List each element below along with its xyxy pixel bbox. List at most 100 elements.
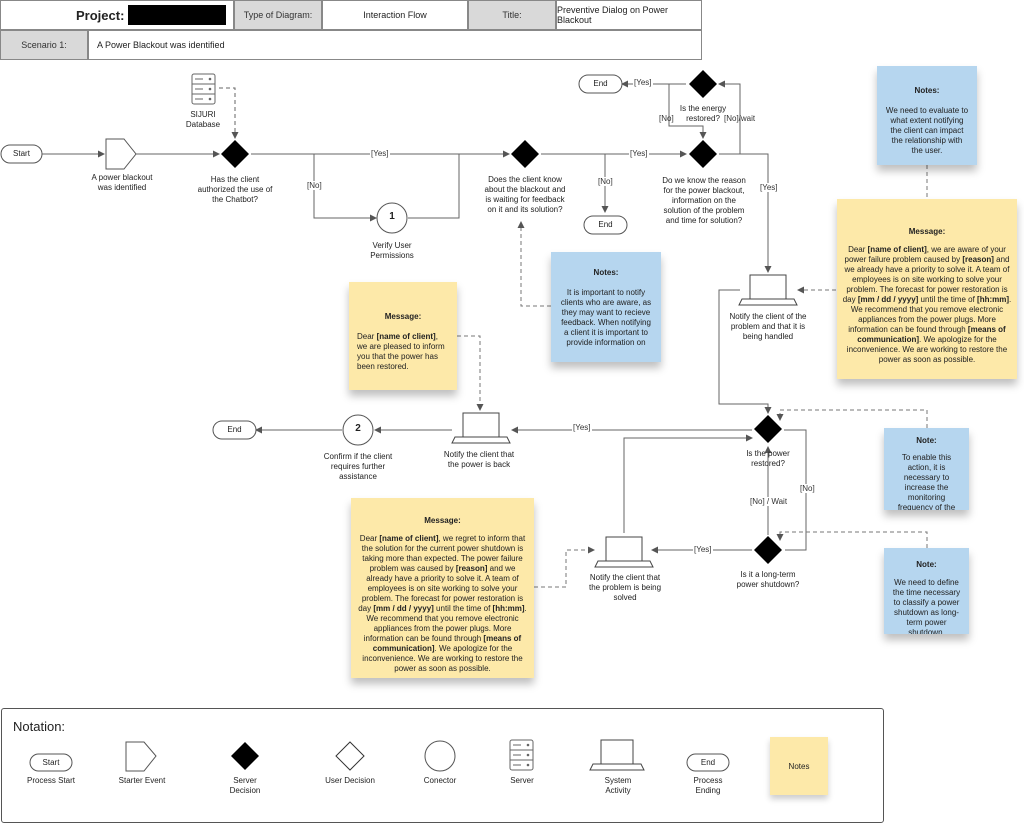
edge-no-wait-top: [No]/wait bbox=[724, 114, 756, 123]
notify-solving-label: Notify the client that the problem is be… bbox=[588, 573, 662, 602]
type-value: Interaction Flow bbox=[322, 0, 468, 30]
decision-client-know bbox=[511, 140, 539, 168]
note-notify-aware-title: Notes: bbox=[593, 268, 619, 277]
end-mid-node bbox=[583, 215, 628, 235]
end-left-label: End bbox=[227, 425, 242, 434]
end-left-node bbox=[212, 420, 257, 440]
decision-energy-restored bbox=[689, 70, 717, 98]
message-main-title: Message: bbox=[908, 227, 946, 236]
legend-label-system-activity: System Activity bbox=[604, 776, 632, 795]
white-diamond-icon bbox=[335, 741, 365, 771]
connector-1-label: 1 bbox=[389, 211, 395, 222]
note-notify-aware-body: It is important to notify clients who ar… bbox=[560, 288, 652, 347]
legend-label-process-ending: Process Ending bbox=[693, 776, 723, 795]
note-relationship-title: Notes: bbox=[914, 86, 940, 95]
notation-legend: Notation: Start End Notes Process Start … bbox=[1, 708, 884, 823]
know-reason-label: Do we know the reason for the power blac… bbox=[662, 176, 746, 225]
confirm-assistance-label: Confirm if the client requires further a… bbox=[323, 452, 393, 481]
laptop-icon bbox=[589, 739, 645, 771]
sijuri-db-label: SIJURI Database bbox=[185, 110, 221, 129]
laptop-notify-handled bbox=[738, 274, 798, 306]
note-monitoring-title: Note: bbox=[916, 436, 937, 445]
note-monitoring: Note: To enable this action, it is neces… bbox=[884, 428, 969, 510]
note-relationship: Notes: We need to evaluate to what exten… bbox=[877, 66, 977, 165]
note-notify-aware: Notes: It is important to notify clients… bbox=[551, 252, 661, 362]
title-value: Preventive Dialog on Power Blackout bbox=[556, 0, 702, 30]
message-long-term-body: Dear [name of client], we regret to info… bbox=[358, 534, 527, 673]
edge-no-mid: [No] bbox=[799, 484, 816, 493]
legend-start-text: Start bbox=[42, 758, 60, 767]
message-restored: Message: Dear [name of client], we are p… bbox=[349, 282, 457, 390]
legend-label-process-start: Process Start bbox=[26, 776, 75, 785]
note-relationship-body: We need to evaluate to what extent notif… bbox=[885, 106, 969, 155]
edge-yes-auth: [Yes] bbox=[370, 149, 390, 158]
decision-authorized bbox=[221, 140, 249, 168]
title-label: Title: bbox=[468, 0, 556, 30]
start-label: Start bbox=[13, 149, 30, 158]
laptop-notify-solving bbox=[594, 536, 654, 568]
note-time-define-title: Note: bbox=[916, 560, 937, 569]
message-long-term: Message: Dear [name of client], we regre… bbox=[351, 498, 534, 678]
scenario-value: A Power Blackout was identified bbox=[88, 30, 702, 60]
edge-no-wait-mid: [No] / Wait bbox=[749, 497, 789, 506]
end-top-label: End bbox=[593, 79, 608, 88]
laptop-notify-back bbox=[451, 412, 511, 444]
legend-label-conector: Conector bbox=[423, 776, 457, 785]
pentagon-icon bbox=[125, 741, 157, 772]
legend-end-text: End bbox=[700, 758, 716, 767]
end-top-node bbox=[578, 74, 623, 94]
server-icon bbox=[509, 739, 534, 771]
edge-yes-reason: [Yes] bbox=[759, 183, 779, 192]
edge-yes-restored: [Yes] bbox=[572, 423, 592, 432]
connector-1-circle bbox=[376, 202, 408, 234]
sticky-note-icon: Notes bbox=[770, 737, 828, 795]
start-node bbox=[0, 144, 43, 164]
decision-power-restored bbox=[754, 415, 782, 443]
notation-title: Notation: bbox=[13, 719, 66, 734]
note-time-define-body: We need to define the time necessary to … bbox=[892, 578, 961, 634]
long-term-label: Is it a long-term power shutdown? bbox=[736, 570, 800, 589]
note-monitoring-body: To enable this action, it is necessary t… bbox=[897, 453, 956, 510]
connector-2-circle bbox=[342, 414, 374, 446]
starter-event-node bbox=[105, 138, 137, 170]
start-pill-icon bbox=[29, 753, 73, 772]
decision-know-reason bbox=[689, 140, 717, 168]
edge-yes-top: [Yes] bbox=[633, 78, 653, 87]
verify-permissions-label: Verify User Permissions bbox=[370, 241, 414, 260]
message-restored-body: Dear [name of client], we are pleased to… bbox=[357, 332, 445, 371]
end-mid-label: End bbox=[598, 220, 613, 229]
scenario-label: Scenario 1: bbox=[0, 30, 88, 60]
edge-yes-long: [Yes] bbox=[693, 545, 713, 554]
legend-label-server-decision: Server Decision bbox=[229, 776, 261, 795]
notify-handled-label: Notify the client of the problem and tha… bbox=[729, 312, 807, 341]
type-label: Type of Diagram: bbox=[234, 0, 322, 30]
legend-icons bbox=[29, 739, 730, 772]
project-field: Project: bbox=[0, 0, 234, 30]
message-main-body: Dear [name of client], we are aware of y… bbox=[842, 245, 1012, 364]
connector-2-label: 2 bbox=[355, 423, 361, 434]
circle-icon bbox=[424, 740, 456, 772]
energy-restored-label: Is the energy restored? bbox=[679, 104, 727, 123]
legend-notes-label: Notes bbox=[788, 761, 810, 771]
notify-back-label: Notify the client that the power is back bbox=[443, 450, 515, 469]
project-redacted-box bbox=[128, 5, 227, 25]
legend-label-starter-event: Starter Event bbox=[118, 776, 166, 785]
blackout-event-label: A power blackout was identified bbox=[91, 173, 153, 192]
message-main: Message: Dear [name of client], we are a… bbox=[837, 199, 1017, 379]
project-label: Project: bbox=[76, 7, 125, 23]
note-time-define: Note: We need to define the time necessa… bbox=[884, 548, 969, 634]
edge-no-top: [No] bbox=[659, 114, 674, 123]
legend-label-user-decision: User Decision bbox=[325, 776, 375, 785]
black-diamond-icon bbox=[231, 742, 259, 770]
authorized-decision-label: Has the client authorized the use of the… bbox=[197, 175, 273, 204]
edge-yes-know: [Yes] bbox=[629, 149, 649, 158]
message-long-term-title: Message: bbox=[424, 516, 461, 525]
client-know-label: Does the client know about the blackout … bbox=[484, 175, 566, 214]
message-restored-title: Message: bbox=[384, 312, 422, 321]
power-restored-label: Is the power restored? bbox=[746, 449, 790, 468]
decision-long-term bbox=[754, 536, 782, 564]
edge-no-know: [No] bbox=[597, 177, 614, 186]
server-icon bbox=[191, 73, 216, 105]
annotation-connectors bbox=[457, 165, 928, 588]
edge-no-auth: [No] bbox=[306, 181, 323, 190]
